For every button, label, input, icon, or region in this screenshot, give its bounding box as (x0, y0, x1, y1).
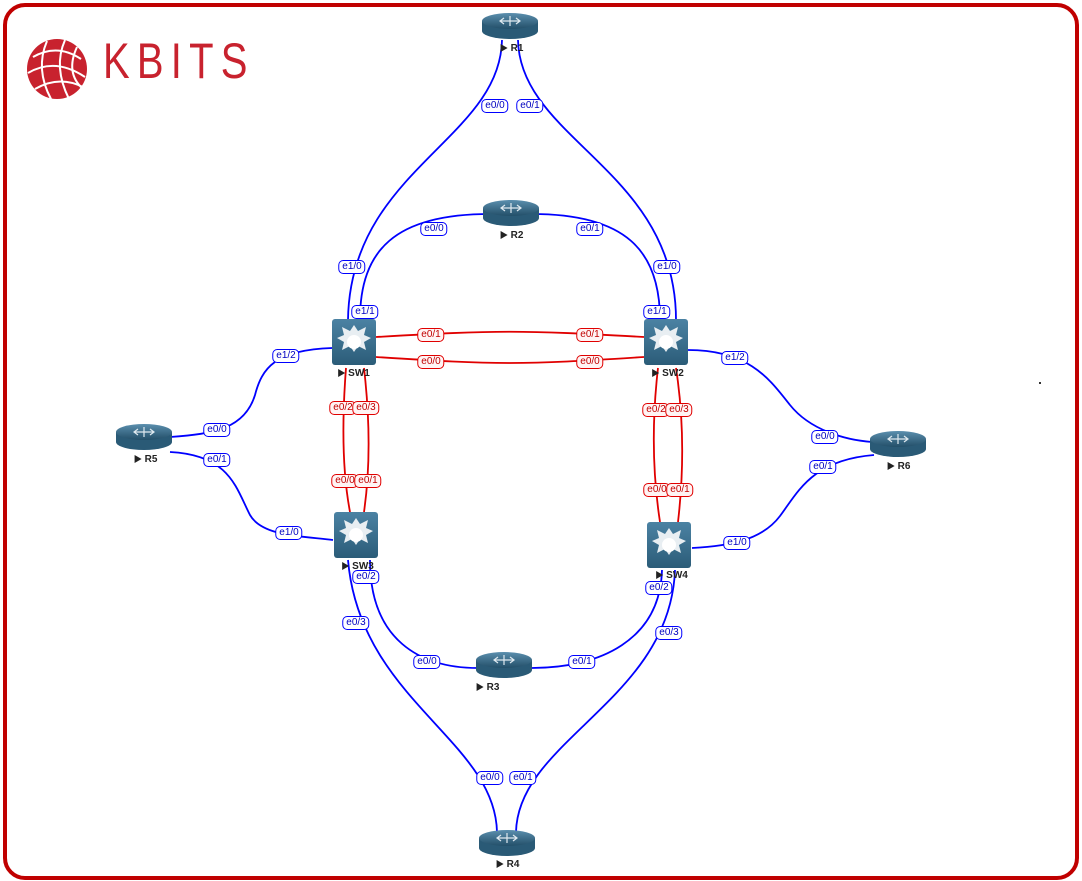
link-sw1-sw2-e00 (375, 356, 645, 364)
if-label: e1/0 (338, 260, 366, 274)
if-label: e0/1 (203, 453, 231, 467)
if-label: e1/0 (275, 526, 303, 540)
if-label: e0/0 (331, 474, 359, 488)
kbits-globe-logo (27, 39, 87, 100)
if-label: e0/1 (516, 99, 544, 113)
switch-icon-sw2 (644, 319, 688, 365)
if-label: e0/1 (417, 328, 445, 342)
stray-dot (1039, 382, 1041, 384)
if-label: e0/0 (811, 430, 839, 444)
if-label: e0/1 (576, 328, 604, 342)
switch-icon-sw3 (334, 512, 378, 558)
topology-frame (3, 3, 1079, 880)
if-label: e0/0 (420, 222, 448, 236)
if-label: e0/3 (352, 401, 380, 415)
node-sw1[interactable]: SW1 (338, 368, 370, 379)
node-sw2[interactable]: SW2 (652, 368, 684, 379)
node-r2[interactable]: R2 (501, 230, 524, 241)
router-icon-r3 (475, 651, 533, 679)
node-sw4[interactable]: SW4 (656, 570, 688, 581)
link-r5-sw3 (169, 451, 334, 541)
link-sw2-sw4-b (675, 367, 684, 523)
node-r3[interactable]: R3 (477, 682, 500, 693)
link-r2-sw2 (531, 213, 661, 321)
if-label: e0/0 (481, 99, 509, 113)
if-label: e1/1 (643, 305, 671, 319)
link-sw3-r3 (369, 559, 479, 669)
if-label: e1/2 (272, 349, 300, 363)
switch-icon-sw4 (647, 522, 691, 568)
link-sw1-sw3-a (342, 367, 351, 513)
if-label: e0/1 (354, 474, 382, 488)
if-label: e0/2 (645, 581, 673, 595)
if-label: e0/0 (476, 771, 504, 785)
router-icon-r1 (481, 12, 539, 40)
link-sw3-r4 (347, 559, 498, 833)
if-label: e0/3 (655, 626, 683, 640)
if-label: e1/0 (653, 260, 681, 274)
link-sw4-r4 (515, 569, 676, 833)
router-icon-r2 (482, 199, 540, 227)
router-icon-r6 (869, 430, 927, 458)
switch-icon-sw1 (332, 319, 376, 365)
link-r2-sw1 (359, 213, 491, 321)
if-label: e0/0 (576, 355, 604, 369)
if-label: e0/0 (417, 355, 445, 369)
if-label: e0/0 (413, 655, 441, 669)
if-label: e0/1 (568, 655, 596, 669)
if-label: e0/3 (665, 403, 693, 417)
link-sw2-sw4-a (652, 367, 661, 523)
link-r6-sw4 (691, 454, 875, 549)
if-label: e0/1 (666, 483, 694, 497)
if-label: e0/2 (352, 570, 380, 584)
node-r1[interactable]: R1 (501, 43, 524, 54)
node-r5[interactable]: R5 (135, 454, 158, 465)
link-sw1-sw3-b (363, 367, 370, 513)
if-label: e0/1 (576, 222, 604, 236)
if-label: e0/1 (809, 460, 837, 474)
if-label: e1/0 (723, 536, 751, 550)
router-icon-r4 (478, 829, 536, 857)
if-label: e0/3 (342, 616, 370, 630)
router-icon-r5 (115, 423, 173, 451)
link-r1-sw1 (347, 39, 503, 321)
link-r1-sw2 (517, 39, 677, 321)
node-sw3[interactable]: SW3 (342, 561, 374, 572)
link-sw2-r6 (687, 349, 873, 443)
node-r4[interactable]: R4 (497, 859, 520, 870)
logo-text: KBITS (103, 33, 255, 89)
link-sw1-r5 (169, 347, 333, 438)
if-label: e0/0 (203, 423, 231, 437)
if-label: e0/1 (509, 771, 537, 785)
if-label: e1/2 (721, 351, 749, 365)
node-r6[interactable]: R6 (888, 461, 911, 472)
if-label: e1/1 (351, 305, 379, 319)
link-sw1-sw2-e01 (375, 330, 645, 338)
link-sw4-r3 (531, 569, 663, 669)
